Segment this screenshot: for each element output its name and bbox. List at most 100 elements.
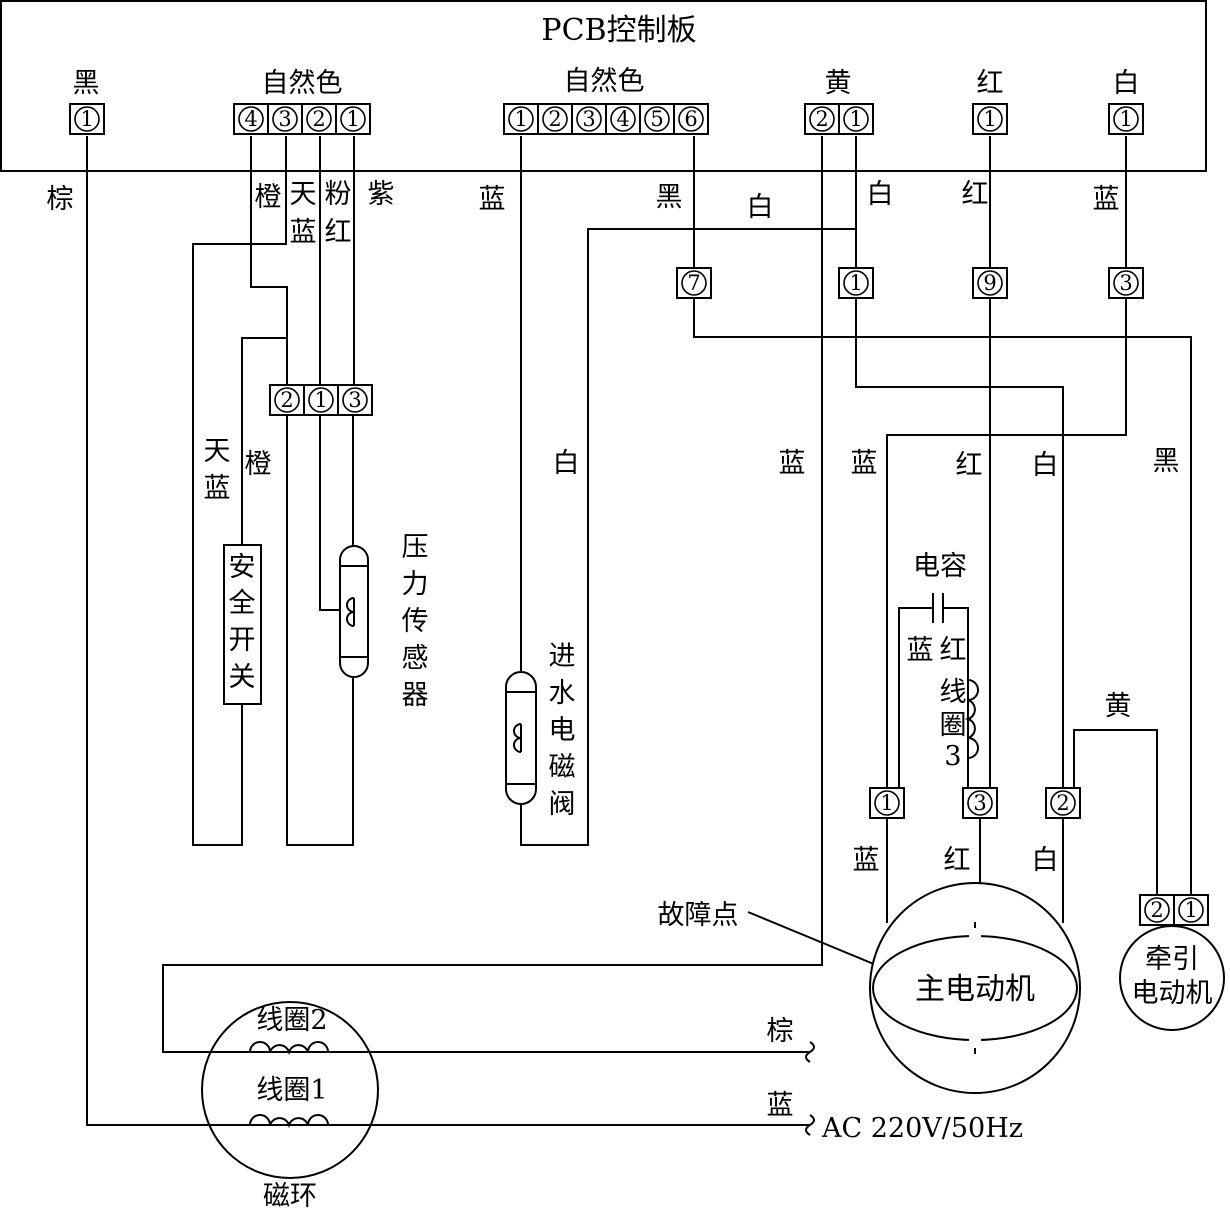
coil2-symbol — [249, 1041, 329, 1056]
main-motor-label: 主电动机 — [915, 972, 1035, 1007]
terminal-label-yellow: 黄 — [825, 68, 852, 99]
mid-connector-7: 7 — [676, 267, 712, 299]
terminal-label-black: 黑 — [73, 68, 100, 99]
wire-label: 黄 — [1105, 691, 1132, 722]
pin-number: 1 — [314, 388, 327, 412]
traction-motor: 牵引 电动机 — [1119, 925, 1225, 1031]
wire-label: 蓝 — [851, 448, 878, 479]
terminal-label-natural-4pin: 自然色 — [262, 68, 343, 99]
wires — [86, 136, 1192, 1126]
pin-number: 1 — [880, 791, 893, 815]
pin-circle — [874, 790, 900, 816]
safety-switch-char-1: 安 — [229, 552, 256, 583]
pin-number: 2 — [548, 107, 561, 131]
wire-brown-pcb-to-ring-coil1 — [86, 136, 810, 1126]
pin-circle — [843, 106, 869, 132]
terminal-label-natural-6pin: 自然色 — [564, 66, 645, 97]
wire-label: 红 — [962, 179, 989, 210]
wire-fault-pointer — [747, 911, 882, 968]
pin-number: 2 — [1150, 898, 1163, 922]
pcb-white-connector: 1 — [1108, 103, 1144, 135]
wire-white-to-motor-pin2 — [855, 298, 1064, 788]
pin-circle — [308, 387, 334, 413]
pin-number: 2 — [815, 107, 828, 131]
pcb-title: PCB控制板 — [541, 13, 696, 48]
pin-number: 9 — [983, 271, 996, 295]
wire-label: 白 — [867, 179, 894, 210]
pin-number: 1 — [80, 107, 93, 131]
safety-switch-char-3: 开 — [229, 625, 256, 656]
pin-circle — [809, 106, 835, 132]
wire-skyblue-pcb-pin3 — [192, 136, 287, 846]
mid-connector-3: 3 — [1108, 267, 1144, 299]
wire-label: 蓝 — [767, 1090, 794, 1121]
inlet-valve-char-2: 水 — [549, 678, 576, 709]
pin-number: 2 — [1056, 791, 1069, 815]
pin-number: 4 — [616, 107, 629, 131]
pressure-sensor-char-4: 感 — [402, 643, 429, 674]
terminal-label-red: 红 — [977, 68, 1004, 99]
wire-orange-pcb-pin4 — [250, 136, 288, 385]
pin-circle — [508, 106, 534, 132]
wire-label: 蓝 — [479, 184, 506, 215]
inlet-valve-char-1: 进 — [549, 641, 576, 672]
pin-number: 1 — [514, 107, 527, 131]
wire-label: 红 — [944, 845, 971, 876]
pin-circle — [1113, 106, 1139, 132]
pressure-sensor-char-5: 器 — [402, 680, 429, 711]
pin-circle — [238, 106, 264, 132]
pin-number: 1 — [1119, 107, 1132, 131]
power-input-label: AC 220V/50Hz — [821, 1113, 1023, 1144]
pin-circle — [1050, 790, 1076, 816]
coil3-symbol — [964, 679, 979, 759]
pin-number: 2 — [312, 107, 325, 131]
wire-label: 黑 — [656, 182, 683, 213]
magnetic-ring-label: 磁环 — [263, 1181, 317, 1212]
coil3-char-2: 圈 — [940, 710, 967, 741]
wire-blue-pcb-yellow-pin2 — [162, 136, 823, 1053]
wire-label: 红 — [940, 635, 967, 666]
wire-label: 黑 — [1153, 446, 1180, 477]
wire-label: 橙 — [255, 182, 282, 213]
pin-circle — [1113, 270, 1139, 296]
wire-label: 白 — [747, 192, 774, 223]
pin-circle — [678, 106, 704, 132]
pin-circle — [74, 106, 100, 132]
wire-label: 天 — [290, 179, 317, 210]
mid-connector-9: 9 — [972, 267, 1008, 299]
pin-number: 1 — [346, 107, 359, 131]
pressure-sensor-char-1: 压 — [402, 532, 429, 563]
motor-connector-1: 1 — [869, 787, 905, 819]
component-labels: 压 力 传 感 器 进 水 电 磁 阀 电容 线 圈 3 故障点 AC 220V… — [402, 532, 1024, 1144]
pin-number: 3 — [1119, 271, 1132, 295]
pin-number: 4 — [244, 107, 257, 131]
pin-number: 3 — [278, 107, 291, 131]
wire-label: 白 — [1032, 845, 1059, 876]
pin-circle — [576, 106, 602, 132]
wire-label: 白 — [1032, 450, 1059, 481]
wire-blue-to-motor-pin1 — [886, 298, 1127, 788]
pin-circle — [274, 387, 300, 413]
coil3-char-3: 3 — [944, 741, 961, 772]
wire-label: 红 — [325, 217, 352, 248]
inlet-solenoid-valve — [505, 671, 537, 805]
pressure-sensor-char-3: 传 — [402, 606, 429, 637]
pin-number: 1 — [849, 271, 862, 295]
wire-label: 紫 — [368, 179, 395, 210]
motor-connector-3: 3 — [962, 787, 998, 819]
pin-circle — [967, 790, 993, 816]
pin-circle — [977, 270, 1003, 296]
wire-label: 蓝 — [779, 448, 806, 479]
pin-number: 6 — [684, 107, 697, 131]
pin-number: 2 — [280, 388, 293, 412]
pin-number: 1 — [983, 107, 996, 131]
pin-number: 3 — [348, 388, 361, 412]
wire-label: 蓝 — [1093, 184, 1120, 215]
capacitor-label: 电容 — [913, 551, 967, 582]
safety-switch: 安 全 开 关 — [223, 544, 262, 705]
